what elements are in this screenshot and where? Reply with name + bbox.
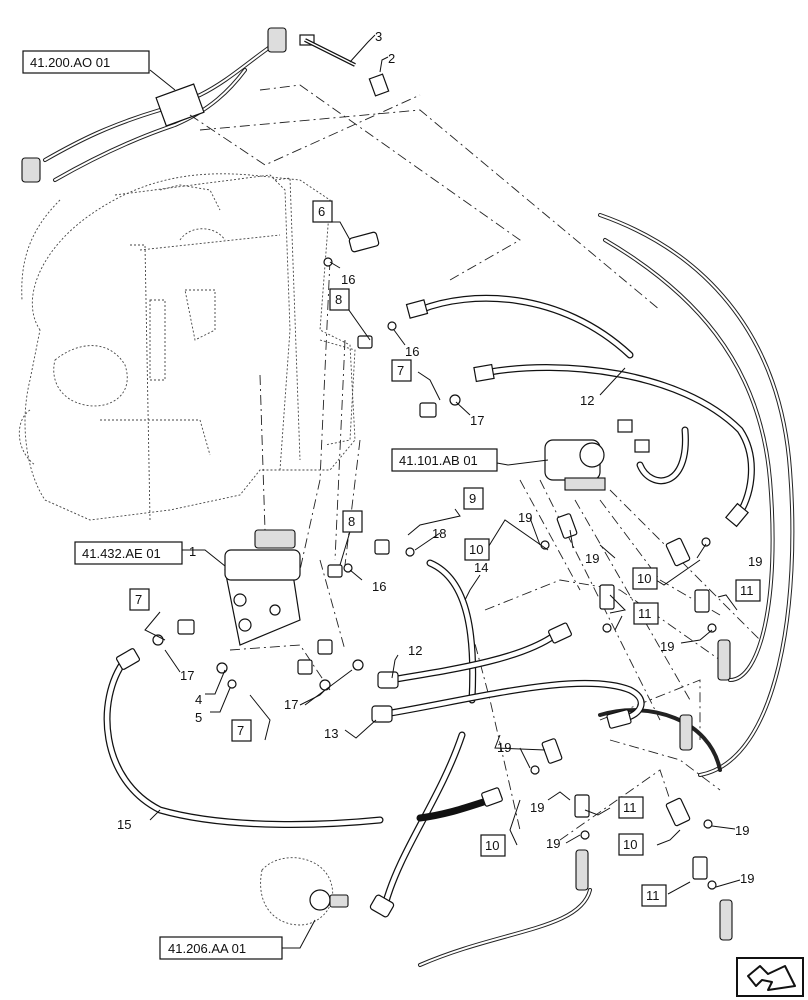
boxed-11-lower: 11 bbox=[623, 800, 637, 815]
callout-19: 19 bbox=[735, 823, 749, 838]
boxed-7-bottom: 7 bbox=[237, 723, 244, 738]
callout-16: 16 bbox=[405, 344, 419, 359]
pump-assembly bbox=[260, 857, 349, 926]
ref-box-41206[interactable] bbox=[159, 936, 283, 960]
boxed-11-mid: 11 bbox=[638, 606, 652, 621]
callout-19: 19 bbox=[497, 740, 511, 755]
callout-19: 19 bbox=[546, 836, 560, 851]
boxed-7-left: 7 bbox=[135, 592, 142, 607]
boxed-10-right: 10 bbox=[637, 571, 651, 586]
hoses-14-15 bbox=[103, 559, 503, 918]
ref-box-41200[interactable] bbox=[22, 50, 150, 74]
callout-14: 14 bbox=[474, 560, 488, 575]
section-reference-boxes[interactable]: 41.200.AO 01 41.101.AB 01 41.432.AE 01 4… bbox=[22, 50, 498, 960]
boxed-8-lower: 8 bbox=[348, 514, 355, 529]
callout-5: 5 bbox=[195, 710, 202, 725]
callout-12: 12 bbox=[580, 393, 594, 408]
callout-17: 17 bbox=[284, 697, 298, 712]
callout-19: 19 bbox=[530, 800, 544, 815]
ref-41101-label[interactable]: 41.101.AB 01 bbox=[399, 453, 478, 468]
boxed-item-numbers: 6 8 7 9 8 10 7 10 11 11 7 11 10 10 11 bbox=[129, 200, 761, 907]
next-page-arrow-icon[interactable] bbox=[736, 957, 804, 997]
ref-41432-label[interactable]: 41.432.AE 01 bbox=[82, 546, 161, 561]
ref-box-41432[interactable] bbox=[74, 541, 183, 565]
long-right-hoses bbox=[418, 213, 795, 967]
bolt-and-sleeve bbox=[304, 38, 390, 97]
boxed-10-lower: 10 bbox=[485, 838, 499, 853]
boxed-10-lower-right: 10 bbox=[623, 837, 637, 852]
callout-17: 17 bbox=[180, 668, 194, 683]
callout-19: 19 bbox=[585, 551, 599, 566]
callout-16: 16 bbox=[341, 272, 355, 287]
hoses-12-13-lower bbox=[371, 622, 645, 729]
rear-valve-assembly bbox=[544, 419, 650, 491]
callout-2: 2 bbox=[388, 51, 395, 66]
boxed-7: 7 bbox=[397, 363, 404, 378]
callout-numbers: 3 2 16 16 17 12 1 18 19 19 19 14 16 19 1… bbox=[117, 29, 762, 886]
callout-19: 19 bbox=[660, 639, 674, 654]
boxed-9: 9 bbox=[469, 491, 476, 506]
callout-19: 19 bbox=[518, 510, 532, 525]
callout-1: 1 bbox=[189, 544, 196, 559]
ref-41200-label[interactable]: 41.200.AO 01 bbox=[30, 55, 110, 70]
callout-18: 18 bbox=[432, 526, 446, 541]
callout-4: 4 bbox=[195, 692, 202, 707]
callout-16: 16 bbox=[372, 579, 386, 594]
fittings bbox=[152, 231, 733, 941]
ref-box-41101[interactable] bbox=[391, 448, 498, 472]
callout-15: 15 bbox=[117, 817, 131, 832]
boxed-8: 8 bbox=[335, 292, 342, 307]
boxed-11-bottom: 11 bbox=[646, 888, 660, 903]
callout-3: 3 bbox=[375, 29, 382, 44]
callout-19: 19 bbox=[740, 871, 754, 886]
control-valve bbox=[224, 529, 301, 646]
boxed-6: 6 bbox=[318, 204, 325, 219]
boxed-11-right: 11 bbox=[740, 583, 754, 598]
callout-13: 13 bbox=[324, 726, 338, 741]
tractor-frame-outline bbox=[18, 173, 356, 521]
upper-coupler-assembly bbox=[21, 27, 315, 183]
hose-upper bbox=[405, 294, 755, 528]
boxed-10: 10 bbox=[469, 542, 483, 557]
callout-12: 12 bbox=[408, 643, 422, 658]
callout-17: 17 bbox=[470, 413, 484, 428]
callout-19: 19 bbox=[748, 554, 762, 569]
ref-41206-label[interactable]: 41.206.AA 01 bbox=[168, 941, 246, 956]
